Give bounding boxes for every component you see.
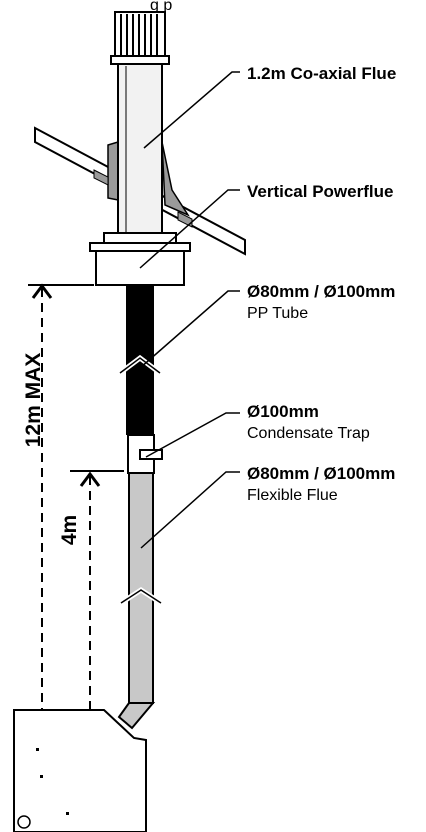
flexible-size-label: Ø80mm / Ø100mm xyxy=(247,464,395,483)
coaxial-flue-pipe xyxy=(117,63,163,235)
trap-label: Condensate Trap xyxy=(247,425,370,442)
terminal-cap xyxy=(110,11,170,65)
vertical-powerflue-unit xyxy=(89,232,191,286)
pp-tube-size-label: Ø80mm / Ø100mm xyxy=(247,282,395,301)
flexible-flue-label: Flexible Flue xyxy=(247,487,338,504)
condensate-trap xyxy=(127,434,163,474)
appliance-body xyxy=(13,709,147,832)
trap-height-dimension xyxy=(70,470,124,710)
top-caption: g p xyxy=(150,0,172,14)
vertical-powerflue-label: Vertical Powerflue xyxy=(247,182,393,201)
roof-flashing xyxy=(93,140,193,228)
pp-tube xyxy=(118,285,162,435)
pp-tube-label: PP Tube xyxy=(247,305,308,322)
flexible-flue xyxy=(117,472,163,730)
coaxial-flue-label: 1.2m Co-axial Flue xyxy=(247,64,396,83)
trap-height-label: 4m xyxy=(58,515,81,545)
trap-size-label: Ø100mm xyxy=(247,402,319,421)
max-height-label: 12m MAX xyxy=(22,353,45,448)
leader-lines xyxy=(139,71,240,549)
max-height-dimension xyxy=(28,283,94,710)
